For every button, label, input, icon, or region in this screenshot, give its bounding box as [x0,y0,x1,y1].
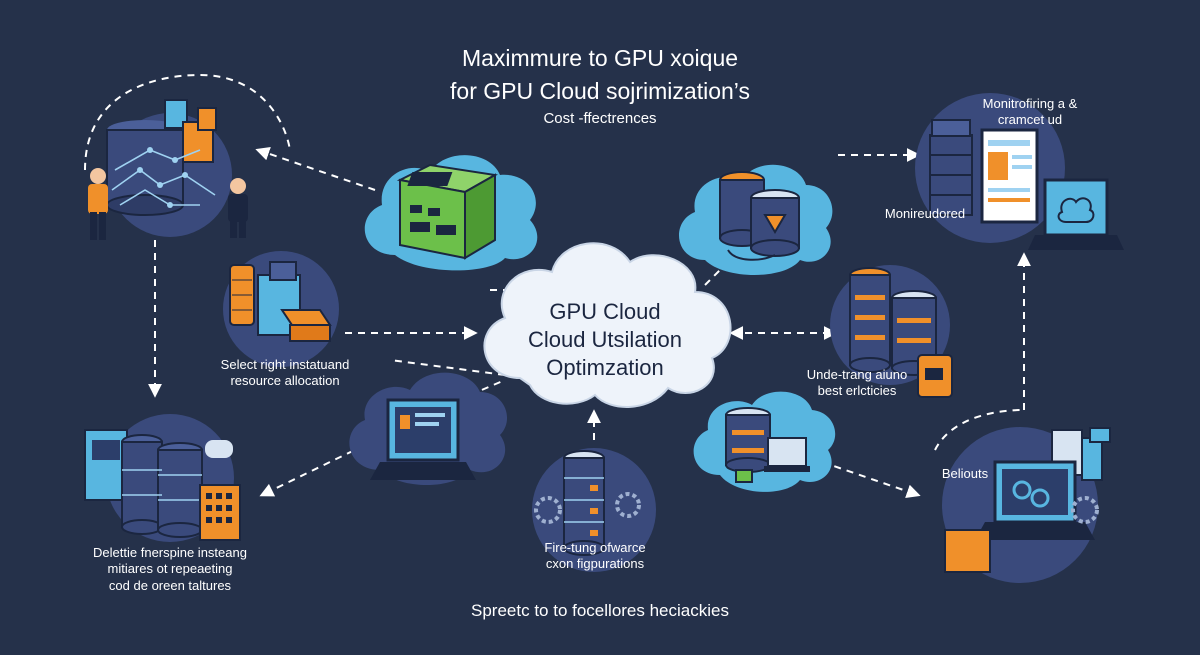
node-monitoring-illustration [915,93,1124,250]
monitor-top-line-2: cramcet ud [997,112,1063,128]
connector-top-loop [84,73,291,171]
center-line-1: GPU Cloud [549,299,661,324]
delete-line-2: mitiares ot repeaeting [107,561,233,577]
arrow-center-to-laptop [389,359,506,376]
monitor-top-label: Monitrofiring a & cramcet ud [950,96,1110,129]
node-understand-illustration [830,265,953,398]
understand-line-2: best erlcticies [817,383,897,399]
delete-label: Delettie fnerspine insteang mitiares ot … [70,545,270,594]
delete-line-1: Delettie fnerspine insteang [93,545,247,560]
select-line-1: Select right instatuand [220,357,350,372]
finetune-line-1: Fire-tung ofwarce [544,540,646,555]
center-line-3: Optimzation [546,355,664,381]
node-storage-illustration [84,414,241,542]
arrow-to-top-left [255,146,376,191]
center-cloud [483,242,732,408]
delete-line-3: cod de oreen taltures [108,577,232,593]
arrow-to-bottom-right [821,461,921,498]
node-finetune-illustration [532,448,656,572]
finetune-line-2: cxon figpurations [545,556,645,572]
connectors [84,73,1031,498]
title-line-1: Maximmure to GPU xoique [461,45,739,71]
node-storage-laptop-cloud [693,391,836,492]
node-laptop-cloud [349,372,508,485]
subtitle: Cost -ffectrences [543,110,657,127]
node-gpu-hardware [364,155,538,271]
title-line-2: for GPU Cloud sojrimization’s [450,78,750,104]
monitor-screen-label: Monireudored [884,206,966,221]
finetune-label: Fire-tung ofwarce cxon figpurations [500,540,690,573]
center-line-2: Cloud Utsilation [527,327,683,353]
node-select-resources [223,251,339,367]
node-database-cloud [678,164,833,275]
belouts-label: Beliouts [941,466,989,481]
understand-label: Unde-trang aiuno best erlcticies [782,367,932,400]
monitor-top-line-1: Monitrofiring a & [982,96,1078,111]
select-label: Select right instatuand resource allocat… [195,357,375,390]
arrow-to-bottom-left [259,443,368,497]
node-belouts-illustration [942,427,1111,583]
understand-line-1: Unde-trang aiuno [806,367,908,382]
select-line-2: resource allocation [230,373,340,389]
node-network-illustration [88,99,248,240]
center-label: GPU Cloud Cloud Utsilation Optimzation [480,298,730,382]
footer-caption: Spreetc to to focellores heciackies [471,601,729,620]
connector-right-loop [934,409,1025,451]
